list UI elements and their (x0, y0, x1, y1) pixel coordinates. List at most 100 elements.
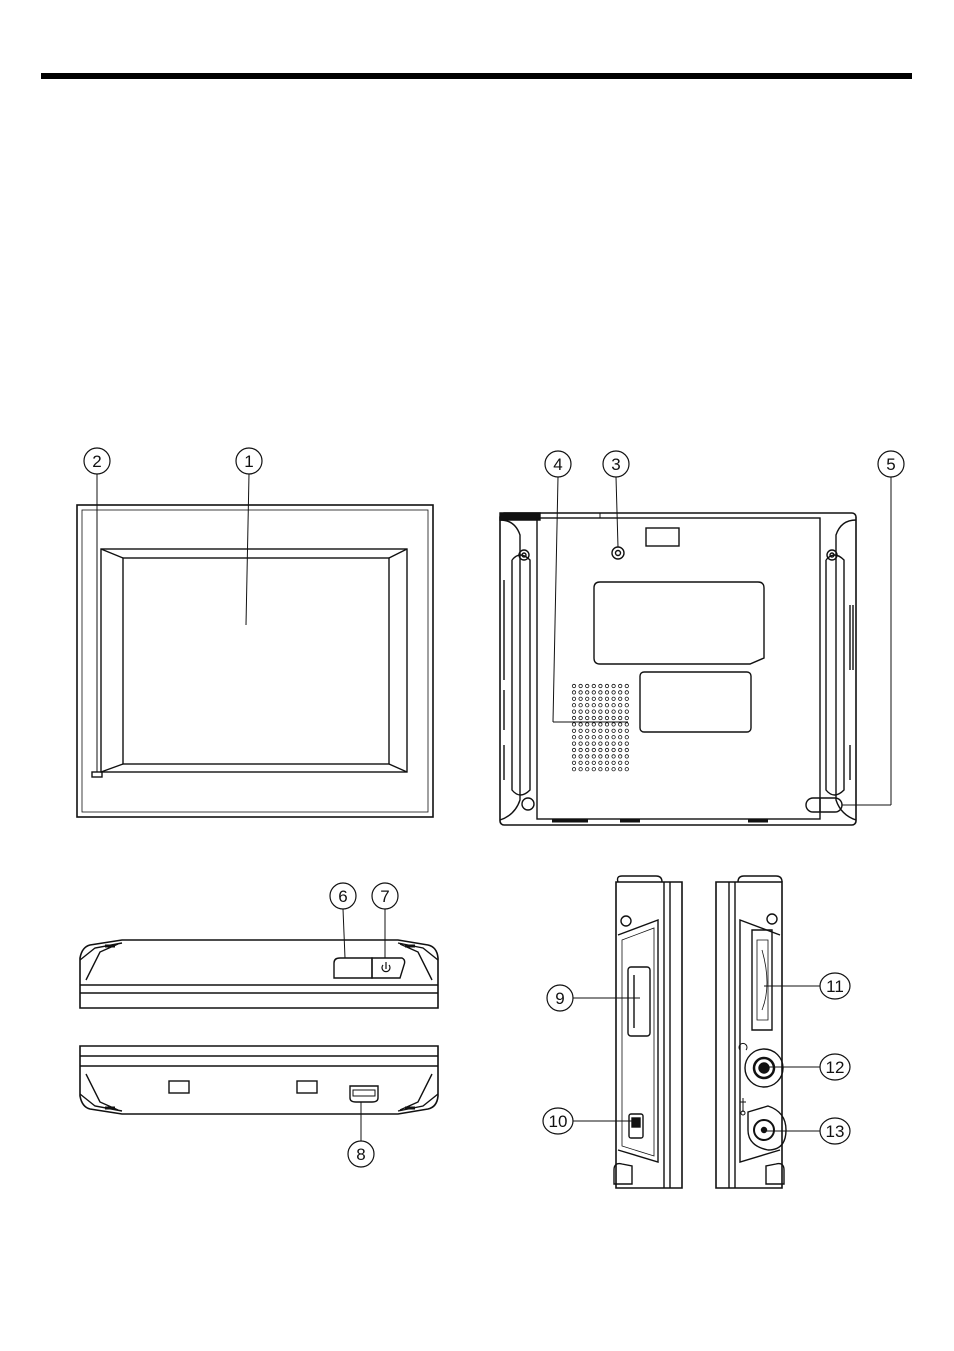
grille-hole (599, 716, 602, 719)
grille-hole (605, 755, 608, 758)
grille-hole (612, 729, 615, 732)
device-front-view (77, 505, 433, 817)
grille-hole (619, 697, 622, 700)
grille-hole (619, 704, 622, 707)
grille-hole (579, 710, 582, 713)
grille-hole (605, 716, 608, 719)
grille-hole (586, 748, 589, 751)
grille-hole (625, 710, 628, 713)
grille-hole (612, 768, 615, 771)
grille-hole (572, 704, 575, 707)
grille-hole (605, 768, 608, 771)
grille-hole (625, 684, 628, 687)
svg-text:13: 13 (826, 1122, 845, 1141)
svg-text:11: 11 (826, 977, 844, 996)
grille-hole (625, 704, 628, 707)
grille-hole (612, 697, 615, 700)
grille-hole (619, 742, 622, 745)
grille-hole (592, 736, 595, 739)
grille-hole (572, 742, 575, 745)
grille-hole (612, 723, 615, 726)
callout-11: 11 (820, 973, 850, 999)
grille-hole (625, 768, 628, 771)
grille-hole (605, 729, 608, 732)
grille-hole (572, 736, 575, 739)
grille-hole (619, 723, 622, 726)
grille-hole (579, 755, 582, 758)
power-button[interactable] (372, 958, 405, 978)
grille-hole (586, 716, 589, 719)
mini-usb-port[interactable] (350, 1086, 378, 1102)
grille-hole (612, 710, 615, 713)
svg-text:7: 7 (380, 887, 389, 906)
device-right-side-view (716, 876, 786, 1188)
grille-hole (579, 723, 582, 726)
grille-hole (619, 768, 622, 771)
grille-hole (592, 742, 595, 745)
grille-hole (592, 704, 595, 707)
grille-hole (605, 710, 608, 713)
grille-hole (612, 748, 615, 751)
grille-hole (572, 691, 575, 694)
grille-hole (579, 742, 582, 745)
grille-hole (572, 723, 575, 726)
grille-hole (605, 684, 608, 687)
grille-hole (592, 684, 595, 687)
hold-switch[interactable] (629, 1114, 643, 1138)
grille-hole (592, 729, 595, 732)
grille-hole (599, 697, 602, 700)
callout-10: 10 (543, 1108, 573, 1134)
grille-hole (619, 684, 622, 687)
usb-icon (740, 1098, 746, 1115)
device-top-view (80, 940, 438, 1008)
dc-power-jack[interactable] (740, 1098, 786, 1150)
grille-hole (625, 729, 628, 732)
grille-hole (579, 729, 582, 732)
grille-hole (579, 768, 582, 771)
svg-text:6: 6 (338, 887, 347, 906)
grille-hole (579, 761, 582, 764)
side-slider[interactable] (628, 967, 650, 1036)
callout-1: 1 (236, 448, 262, 474)
grille-hole (592, 768, 595, 771)
grille-hole (599, 736, 602, 739)
grille-hole (612, 761, 615, 764)
grille-hole (572, 684, 575, 687)
grille-hole (612, 691, 615, 694)
grille-hole (612, 755, 615, 758)
grille-hole (592, 716, 595, 719)
grille-hole (592, 691, 595, 694)
grille-hole (586, 684, 589, 687)
grille-hole (625, 697, 628, 700)
speaker-grille (572, 684, 628, 771)
grille-hole (625, 691, 628, 694)
power-indicator-led (92, 772, 102, 777)
grille-hole (625, 723, 628, 726)
svg-text:9: 9 (555, 989, 564, 1008)
headphone-jack[interactable] (739, 1043, 783, 1087)
grille-hole (612, 684, 615, 687)
grille-hole (592, 710, 595, 713)
callout-7: 7 (372, 883, 398, 909)
grille-hole (586, 736, 589, 739)
grille-hole (572, 716, 575, 719)
grille-hole (605, 704, 608, 707)
grille-hole (599, 729, 602, 732)
grille-hole (579, 691, 582, 694)
grille-hole (612, 716, 615, 719)
sd-card-slot[interactable] (752, 930, 772, 1030)
device-left-side-view (614, 876, 682, 1188)
callout-9: 9 (547, 985, 573, 1011)
grille-hole (572, 768, 575, 771)
svg-text:5: 5 (886, 455, 895, 474)
grille-hole (572, 761, 575, 764)
grille-hole (599, 755, 602, 758)
callout-4: 4 (545, 451, 571, 477)
grille-hole (605, 761, 608, 764)
grille-hole (619, 761, 622, 764)
device-back-view (500, 513, 856, 825)
grille-hole (599, 691, 602, 694)
grille-hole (586, 723, 589, 726)
top-button[interactable] (334, 958, 372, 978)
callout-5: 5 (878, 451, 904, 477)
